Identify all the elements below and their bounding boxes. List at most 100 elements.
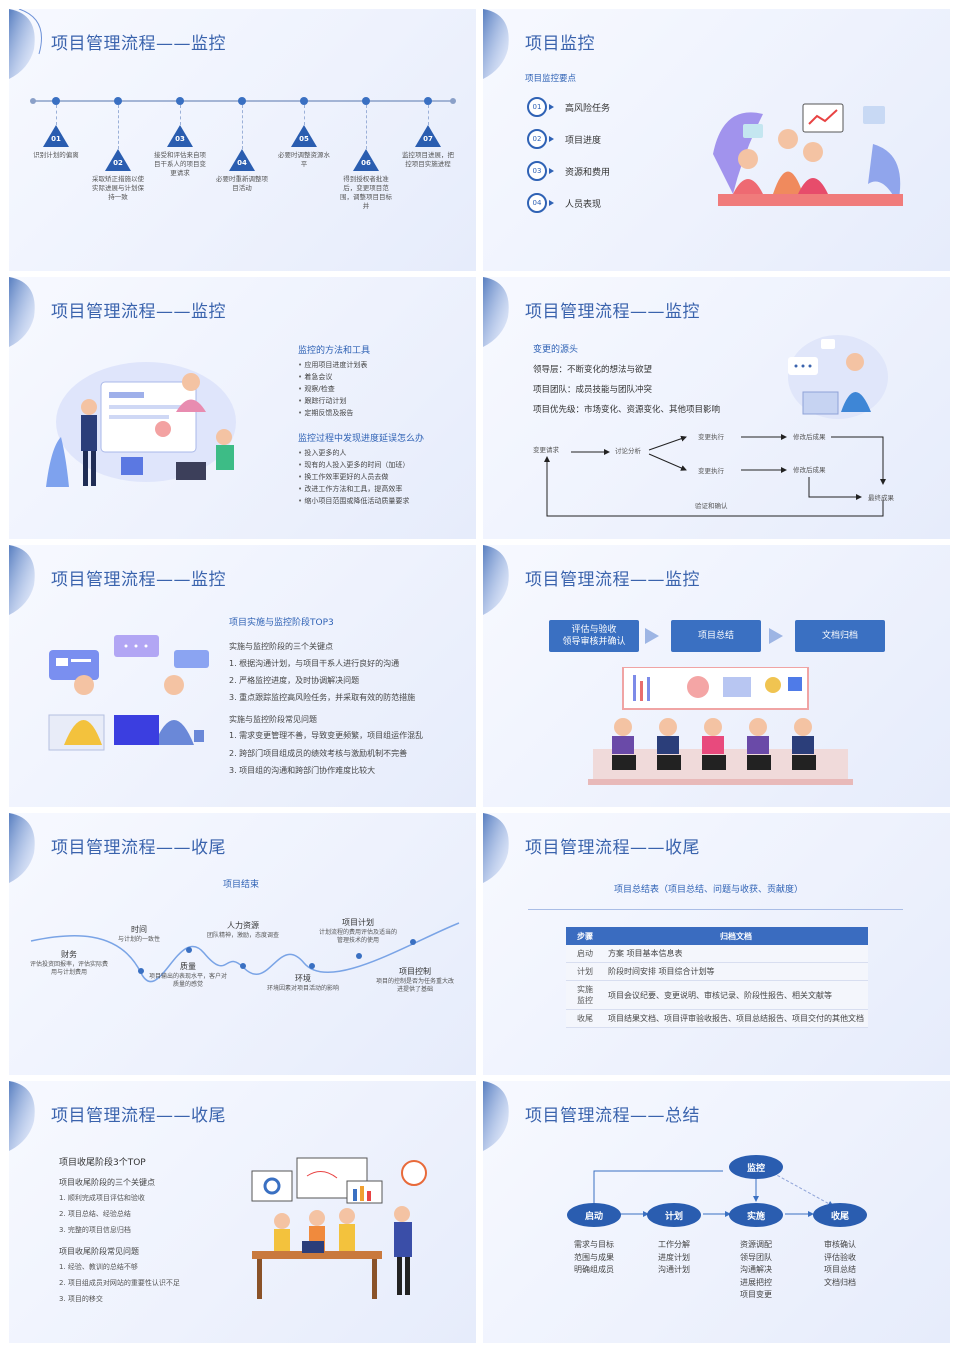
arrow-icon	[769, 628, 783, 644]
slide-6: 项目管理流程——监控 评估与验收 领导审核并确认 项目总结 文档归档	[483, 545, 950, 807]
node-label: 项目计划	[342, 918, 374, 927]
timeline-dot	[424, 97, 432, 105]
swoosh-decoration	[483, 813, 509, 883]
phase-item: 文档归档	[824, 1277, 856, 1287]
phase-item: 项目总结	[824, 1265, 856, 1274]
list-item: 换工作效率更好的人员去做	[298, 471, 409, 483]
item-number-badge: 04	[527, 193, 547, 213]
list-item: 观察/检查	[298, 383, 367, 395]
timeline-connector	[242, 105, 243, 149]
problem-3: 3. 项目组的沟通和跨部门协作难度比较大	[229, 766, 376, 775]
flow-exec-2: 变更执行	[698, 467, 724, 475]
top-heading: 项目收尾阶段3个TOP	[59, 1158, 146, 1168]
step-text: 采取矫正措施以使实际进展与计划保持一致	[92, 175, 144, 201]
node-desc: 环境因素对项目活动的影响	[266, 985, 339, 992]
node-desc: 与计划的一致性	[117, 936, 160, 943]
page-title: 项目管理流程——总结	[525, 1106, 700, 1126]
slide-10: 项目管理流程——总结 监控 启动需求与目标范围与成果明确组成员计划工作分解进度计…	[483, 1081, 950, 1343]
page-title: 项目管理流程——收尾	[51, 1106, 226, 1126]
page-title: 项目管理流程——收尾	[51, 838, 226, 858]
list-item: 定期反馈及报告	[298, 407, 367, 419]
top3-heading: 项目实施与监控阶段TOP3	[229, 618, 334, 628]
section-heading: 项目结束	[223, 880, 260, 890]
keypoint-3: 3. 重点跟踪监控高风险任务，并采取有效的防范措施	[229, 693, 416, 702]
timeline-connector	[428, 105, 429, 125]
timeline-dot	[52, 97, 60, 105]
doc-cell: 项目结果文档、项目评审验收报告、项目总结报告、项目交付的其他文档	[604, 1009, 868, 1028]
slide-9: 项目管理流程——收尾 项目收尾阶段3个TOP 项目收尾阶段的三个关键点 1. 顺…	[9, 1081, 476, 1343]
keypoint-1: 1. 根据沟通计划，与项目干系人进行良好的沟通	[229, 659, 400, 668]
team-work-illustration	[251, 1157, 427, 1299]
step-number: 07	[423, 135, 433, 143]
team-illustration	[713, 103, 903, 206]
flow-box-evaluate: 评估与验收 领导审核并确认	[549, 620, 639, 652]
swoosh-decoration	[483, 1081, 509, 1151]
doc-cell: 方案 项目基本信息表	[604, 945, 868, 963]
step-badge	[229, 149, 255, 171]
phase-item: 需求与目标	[574, 1240, 614, 1249]
node-desc: 计划流程的费用评估及适当的管理技术的使用	[318, 929, 397, 944]
node-desc: 项目的控制是否为任务重大改进提供了基础	[375, 978, 454, 993]
flow-exec-1: 变更执行	[698, 433, 724, 441]
phase-item: 审核确认	[824, 1240, 856, 1249]
list-item: 跟踪行动计划	[298, 395, 367, 407]
keypoints-subtitle: 实施与监控阶段的三个关键点	[229, 642, 333, 651]
phase-item: 项目变更	[740, 1290, 772, 1299]
problem-1: 1. 需求变更管理不善，导致变更频繁，项目组运作混乱	[229, 731, 424, 740]
step-cell: 实施 监控	[566, 980, 604, 1010]
pointer-icon	[549, 200, 554, 206]
node-desc: 评估投资回报率，评估实际费用与计划费用	[29, 961, 108, 976]
step-cell: 启动	[566, 945, 604, 963]
source-line-3: 项目优先级：市场变化、资源变化、其他项目影响	[533, 405, 721, 415]
item-label: 人员表现	[565, 200, 602, 210]
change-flow-diagram	[544, 434, 886, 517]
phase-item: 资源调配	[740, 1240, 772, 1249]
flow-discuss: 讨论分析	[615, 447, 641, 455]
timeline-dot	[300, 97, 308, 105]
phase-item: 沟通计划	[658, 1265, 690, 1274]
swoosh-decoration	[9, 813, 35, 883]
slide-8: 项目管理流程——收尾 项目总结表（项目总结、问题与收获、贡献度） 步骤 归档文档…	[483, 813, 950, 1075]
list-item: 现有的人投入更多的时间（加班）	[298, 459, 409, 471]
doc-cell: 项目会议纪要、变更说明、审核记录、阶段性报告、相关文献等	[604, 980, 868, 1010]
step-number: 03	[175, 135, 185, 143]
flow-box-archive: 文档归档	[795, 620, 885, 652]
step-badge	[415, 125, 441, 147]
problem-1: 1. 经验、教训的总结不够	[59, 1263, 138, 1271]
list-item: 着急会议	[298, 371, 367, 383]
source-line-1: 领导层：不断变化的想法与欲望	[533, 365, 653, 375]
timeline-dot	[238, 97, 246, 105]
node-label: 环境	[295, 974, 311, 983]
phase-node: 启动	[567, 1203, 621, 1227]
step-text: 得到授权者批准后，变更项目范围，调整项目目标并	[340, 175, 392, 210]
flow-final: 最终成果	[868, 494, 894, 502]
step-number: 05	[299, 135, 309, 143]
step-cell: 收尾	[566, 1009, 604, 1028]
keypoints-subtitle: 项目收尾阶段的三个关键点	[59, 1178, 155, 1187]
node-desc: 团队精神，激励，态度调查	[206, 932, 279, 939]
step-text: 监控项目进展，把控项目实施进程	[402, 151, 454, 168]
column-header-doc: 归档文档	[604, 927, 868, 945]
page-title: 项目监控	[525, 34, 595, 54]
pointer-icon	[549, 168, 554, 174]
wave-line	[30, 922, 460, 983]
page-title: 项目管理流程——监控	[51, 302, 226, 322]
timeline-connector	[304, 105, 305, 125]
step-number: 06	[361, 159, 371, 167]
timeline-connector	[366, 105, 367, 149]
office-illustration	[46, 362, 236, 487]
keypoint-1: 1. 顺利完成项目评估和验收	[59, 1194, 145, 1202]
step-badge	[105, 149, 131, 171]
timeline-dot	[362, 97, 370, 105]
table-row: 启动方案 项目基本信息表	[566, 945, 868, 963]
page-title: 项目管理流程——监控	[51, 34, 226, 54]
item-number-badge: 03	[527, 161, 547, 181]
delay-list: 投入更多的人现有的人投入更多的时间（加班）换工作效率更好的人员去做改进工作方法和…	[298, 447, 409, 507]
step-text: 必要时调整资源水平	[278, 151, 330, 168]
swoosh-decoration	[9, 277, 35, 347]
phase-item: 领导团队	[740, 1252, 772, 1262]
swoosh-decoration	[9, 545, 35, 615]
item-number-badge: 02	[527, 129, 547, 149]
